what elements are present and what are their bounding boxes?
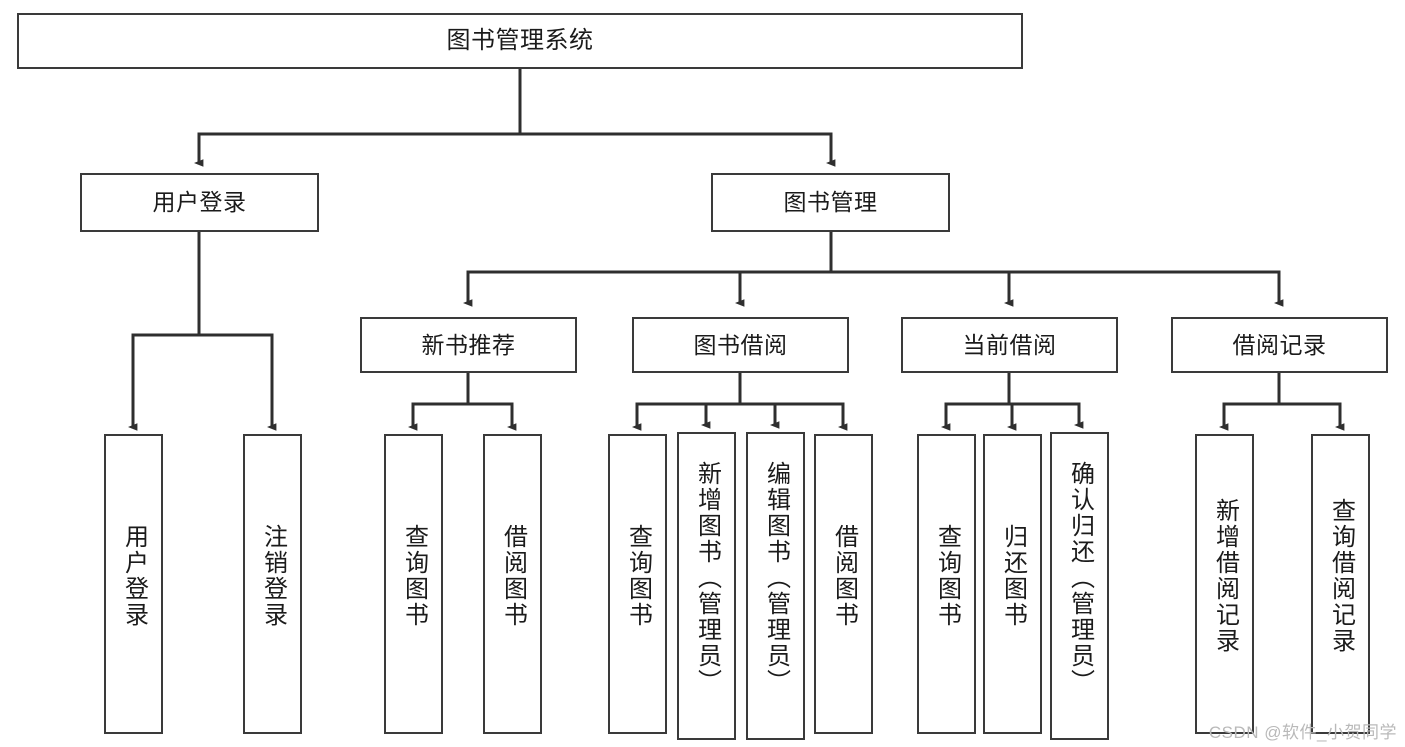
node-user-login-label: 用户登录 bbox=[152, 189, 247, 216]
node-leaf-query-book-recommend-label: 查询图书 bbox=[400, 524, 428, 628]
node-book-management[interactable]: 图书管理 bbox=[711, 173, 950, 232]
node-leaf-confirm-return-admin-label: 确认归还（管理员） bbox=[1066, 461, 1094, 695]
node-user-login[interactable]: 用户登录 bbox=[80, 173, 319, 232]
node-leaf-logout-label: 注销登录 bbox=[259, 524, 287, 628]
node-current-borrow[interactable]: 当前借阅 bbox=[901, 317, 1118, 373]
node-leaf-query-book-borrow-label: 查询图书 bbox=[624, 524, 652, 628]
node-leaf-query-book-current[interactable]: 查询图书 bbox=[917, 434, 976, 734]
node-leaf-add-book-admin[interactable]: 新增图书（管理员） bbox=[677, 432, 736, 740]
node-leaf-query-borrow-record-label: 查询借阅记录 bbox=[1327, 498, 1355, 654]
node-leaf-query-book-recommend[interactable]: 查询图书 bbox=[384, 434, 443, 734]
node-leaf-user-login-label: 用户登录 bbox=[120, 524, 148, 628]
node-root-system[interactable]: 图书管理系统 bbox=[17, 13, 1023, 69]
node-leaf-borrow-book-recommend[interactable]: 借阅图书 bbox=[483, 434, 542, 734]
node-leaf-query-book-current-label: 查询图书 bbox=[933, 524, 961, 628]
node-leaf-edit-book-admin-label: 编辑图书（管理员） bbox=[762, 461, 790, 695]
node-leaf-logout[interactable]: 注销登录 bbox=[243, 434, 302, 734]
node-leaf-return-book[interactable]: 归还图书 bbox=[983, 434, 1042, 734]
node-borrow-record[interactable]: 借阅记录 bbox=[1171, 317, 1388, 373]
node-leaf-add-borrow-record[interactable]: 新增借阅记录 bbox=[1195, 434, 1254, 734]
node-leaf-add-borrow-record-label: 新增借阅记录 bbox=[1211, 498, 1239, 654]
node-leaf-query-borrow-record[interactable]: 查询借阅记录 bbox=[1311, 434, 1370, 734]
node-leaf-add-book-admin-label: 新增图书（管理员） bbox=[693, 461, 721, 695]
node-leaf-query-book-borrow[interactable]: 查询图书 bbox=[608, 434, 667, 734]
node-leaf-edit-book-admin[interactable]: 编辑图书（管理员） bbox=[746, 432, 805, 740]
node-leaf-confirm-return-admin[interactable]: 确认归还（管理员） bbox=[1050, 432, 1109, 740]
node-borrow-record-label: 借阅记录 bbox=[1232, 331, 1327, 358]
node-new-book-recommend[interactable]: 新书推荐 bbox=[360, 317, 577, 373]
node-leaf-borrow-book-label: 借阅图书 bbox=[830, 524, 858, 628]
node-current-borrow-label: 当前借阅 bbox=[962, 331, 1057, 358]
node-leaf-return-book-label: 归还图书 bbox=[999, 524, 1027, 628]
csdn-watermark: CSDN @软件_小贺同学 bbox=[1208, 723, 1397, 742]
node-book-management-label: 图书管理 bbox=[783, 189, 878, 216]
node-book-borrow[interactable]: 图书借阅 bbox=[632, 317, 849, 373]
node-root-label: 图书管理系统 bbox=[446, 27, 594, 55]
node-leaf-user-login[interactable]: 用户登录 bbox=[104, 434, 163, 734]
node-book-borrow-label: 图书借阅 bbox=[693, 331, 788, 358]
node-leaf-borrow-book-recommend-label: 借阅图书 bbox=[499, 524, 527, 628]
node-new-book-recommend-label: 新书推荐 bbox=[421, 331, 516, 358]
node-leaf-borrow-book[interactable]: 借阅图书 bbox=[814, 434, 873, 734]
